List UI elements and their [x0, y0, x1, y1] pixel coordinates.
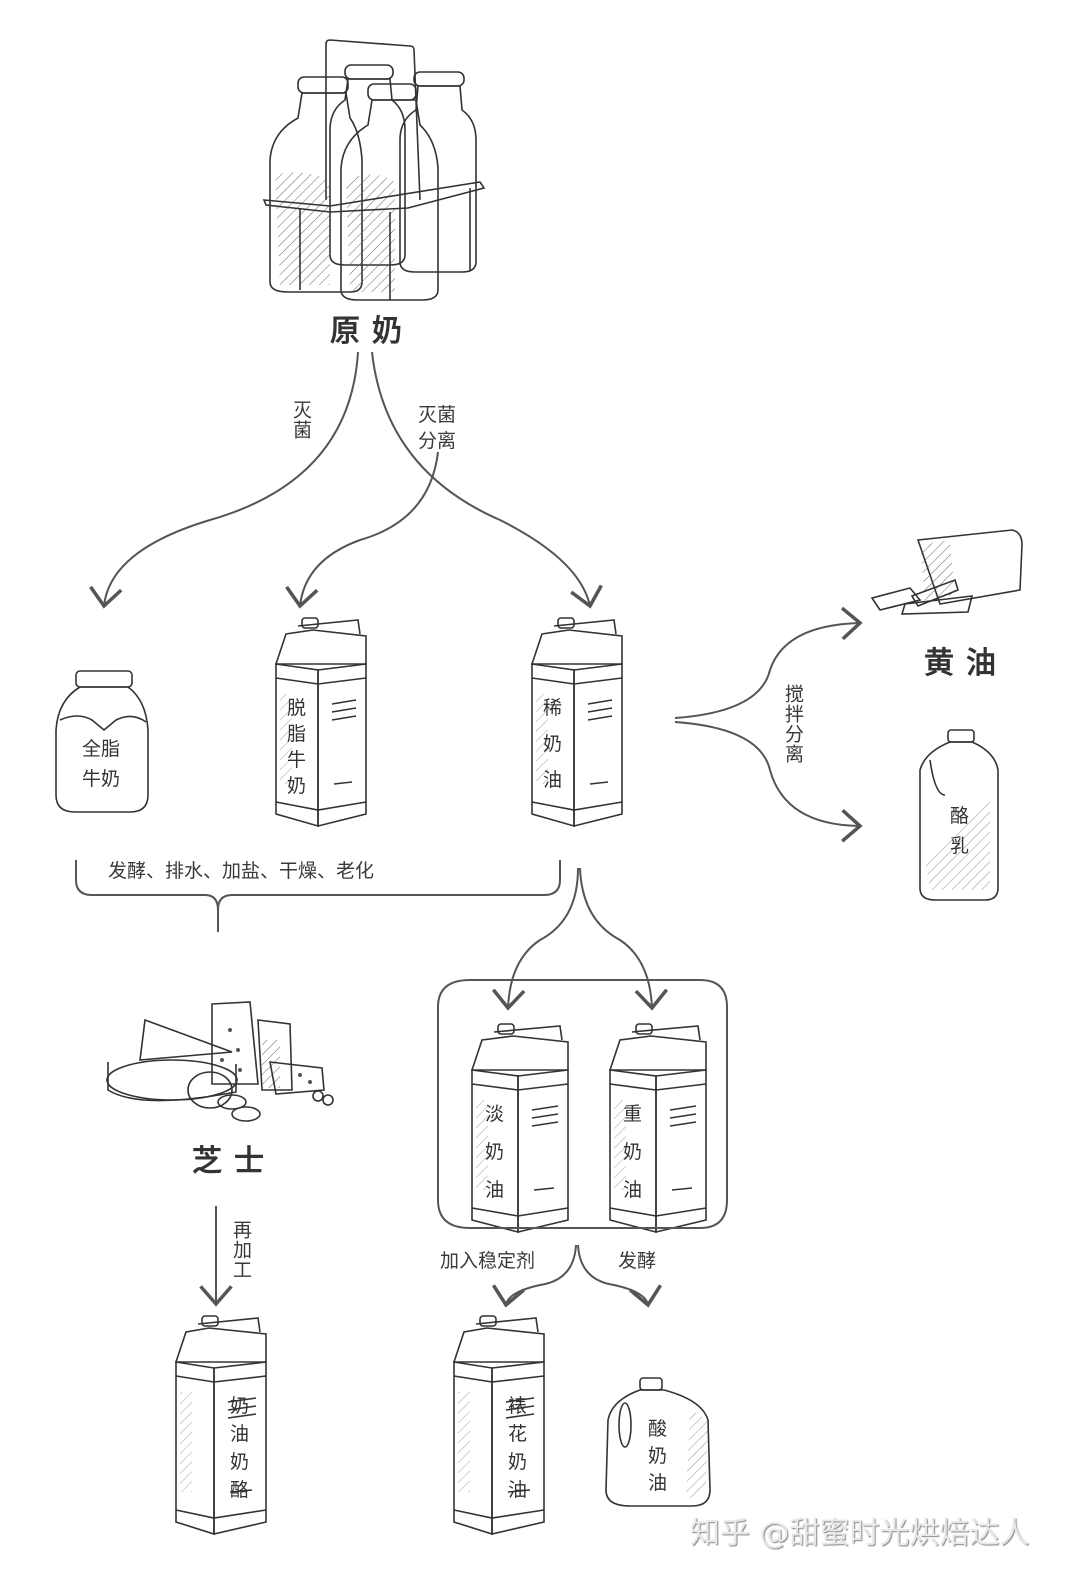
sour-cream-label-3: 油	[648, 1472, 667, 1494]
cream-carton-label-2: 奶	[543, 733, 562, 755]
butter-illustration	[870, 529, 1023, 615]
cheese-bracket	[75, 860, 561, 932]
whipping-cream-carton-label-1: 裱	[508, 1395, 527, 1417]
skim-milk-carton-label-2: 脂	[287, 723, 306, 745]
cheese-label: 芝士	[192, 1144, 276, 1179]
cream-cheese-carton-label-3: 奶	[230, 1451, 249, 1473]
skim-milk-carton-label-1: 脱	[287, 697, 306, 719]
raw-milk-label: 原奶	[330, 314, 414, 349]
buttermilk-label-2: 乳	[950, 835, 969, 857]
branch-arrows-top	[89, 351, 603, 609]
watermark: 知乎 @甜蜜时光烘焙达人	[690, 1516, 1030, 1551]
heavy-cream-carton: 重奶油	[608, 1023, 707, 1234]
edge-label-reprocess: 再加工	[230, 1220, 252, 1280]
cream-carton: 稀奶油	[530, 617, 623, 828]
cream-cheese-carton-label-4: 酪	[230, 1479, 249, 1501]
heavy-cream-carton-label-2: 奶	[623, 1141, 642, 1163]
skim-milk-carton-label-3: 牛	[287, 749, 306, 771]
sour-cream-label-1: 酸	[648, 1418, 667, 1440]
group-bottom-arrows	[491, 1244, 663, 1308]
sour-cream-label-2: 奶	[648, 1445, 667, 1467]
whipping-cream-carton-label-3: 奶	[508, 1451, 527, 1473]
light-cream-carton-label-3: 油	[485, 1179, 504, 1201]
cream-cheese-carton-label-2: 油	[230, 1423, 249, 1445]
buttermilk-label-1: 酪	[950, 805, 969, 827]
edge-label-sterilize: 灭菌	[290, 400, 312, 440]
heavy-cream-carton-label-1: 重	[623, 1103, 642, 1125]
whipping-cream-carton-label-2: 花	[508, 1423, 527, 1445]
cheese-illustration	[106, 1001, 334, 1122]
cream-group-box	[437, 979, 728, 1229]
cream-carton-label-3: 油	[543, 769, 562, 791]
edge-label-ferment: 发酵	[618, 1250, 657, 1272]
light-cream-carton-label-1: 淡	[485, 1103, 504, 1125]
whipping-cream-carton-label-4: 油	[508, 1479, 527, 1501]
whole-milk-jar: 全脂 牛奶	[55, 670, 149, 813]
heavy-cream-carton-label-3: 油	[623, 1179, 642, 1201]
edge-label-add-stabilizer: 加入稳定剂	[440, 1250, 536, 1272]
light-cream-carton: 淡奶油	[470, 1023, 569, 1234]
churn-arrows	[674, 606, 863, 843]
cream-cheese-carton-label-1: 奶	[230, 1395, 249, 1417]
edge-label-cheese-process: 发酵、排水、加盐、干燥、老化	[108, 860, 375, 882]
cream-split-arrows	[491, 867, 669, 1011]
skim-milk-carton-label-4: 奶	[287, 775, 306, 797]
cream-carton-label-1: 稀	[543, 697, 562, 719]
edge-label-sterilize-separate: 灭菌分离	[418, 404, 457, 452]
raw-milk-bottles-illustration	[262, 39, 486, 301]
buttermilk-jug: 酪 乳	[919, 729, 999, 901]
light-cream-carton-label-2: 奶	[485, 1141, 504, 1163]
whole-milk-label-1: 全脂	[82, 738, 120, 760]
butter-label: 黄油	[924, 646, 1008, 681]
sour-cream-jug: 酸 奶 油	[605, 1377, 711, 1507]
edge-label-churn-separate: 搅拌分离	[782, 684, 804, 764]
whole-milk-label-2: 牛奶	[82, 768, 120, 790]
